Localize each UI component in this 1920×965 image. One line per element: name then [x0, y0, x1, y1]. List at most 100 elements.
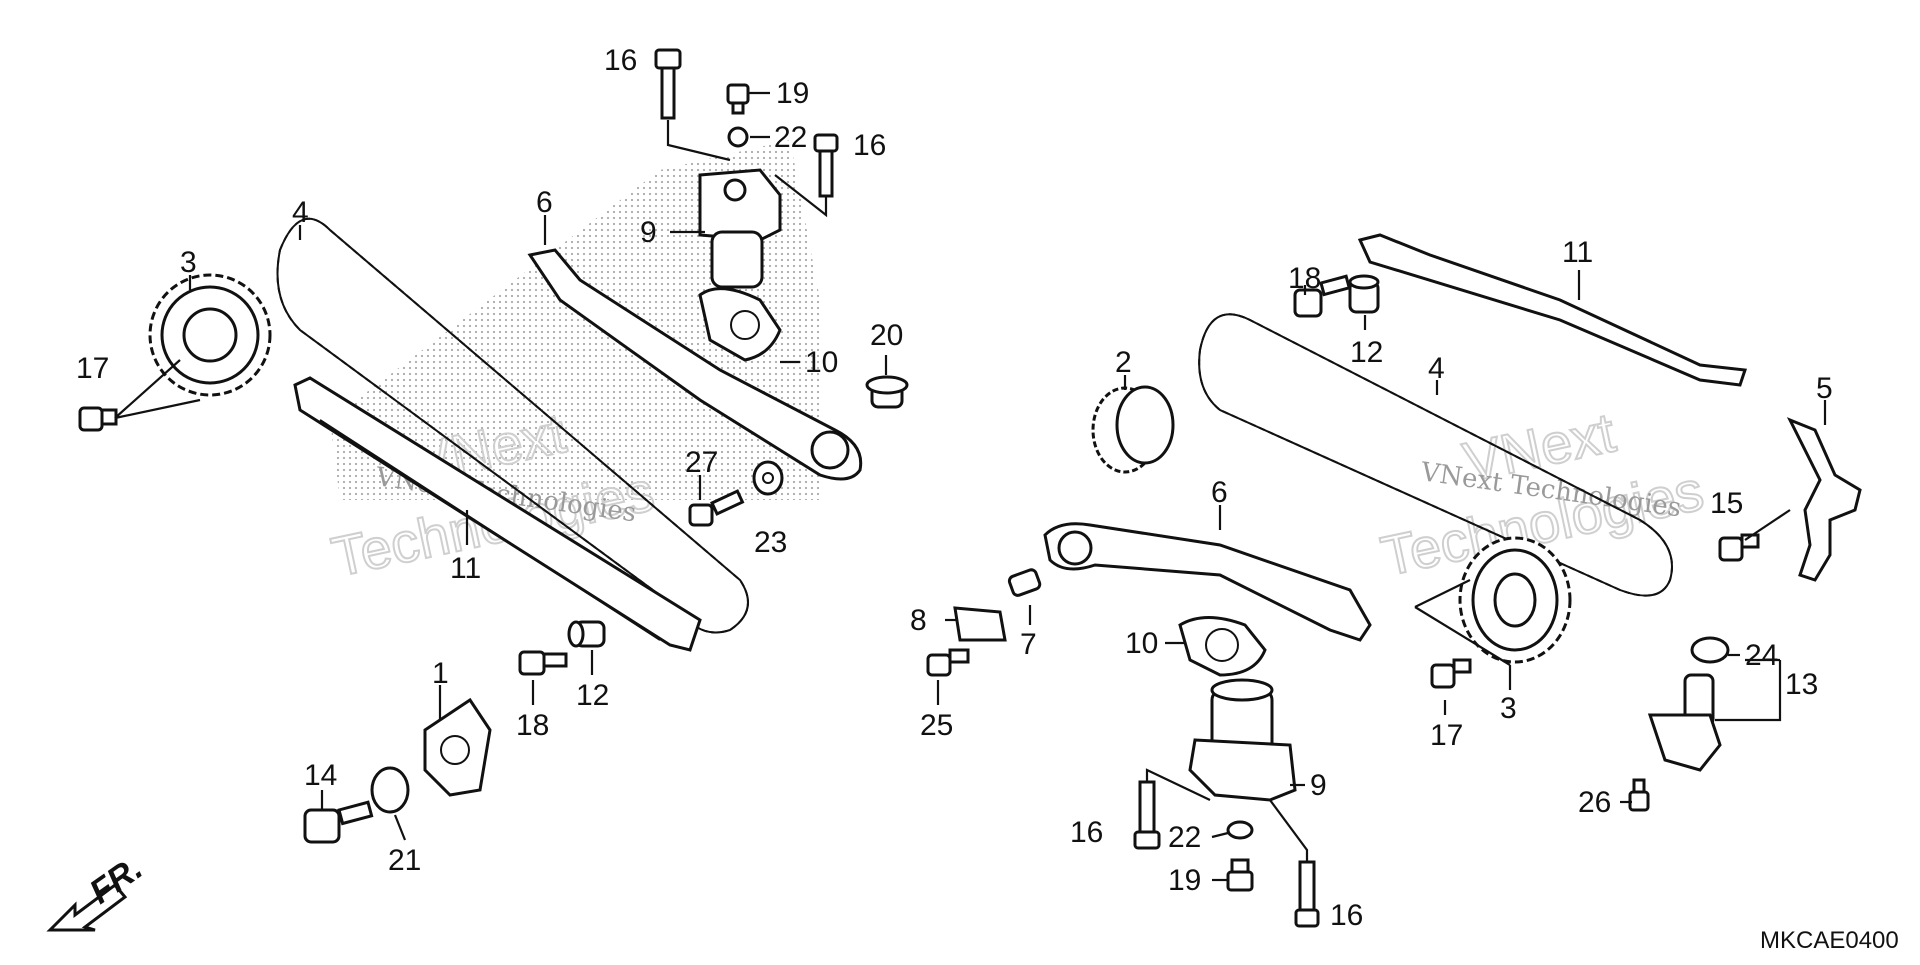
plug-left	[865, 375, 909, 409]
leader-16d	[1269, 799, 1309, 862]
gasket-left	[698, 287, 782, 362]
cam-chain-right-outline	[1198, 313, 1673, 597]
leader-22-right	[1211, 831, 1229, 839]
label-part-4-left: 4	[292, 196, 309, 229]
label-part-24: 24	[1745, 639, 1778, 672]
guide-bolt-left	[518, 650, 568, 676]
washer-left	[727, 126, 749, 148]
tensioner-arm-right-pivot	[1057, 530, 1093, 566]
label-part-10-left: 10	[805, 346, 838, 379]
label-part-5: 5	[1816, 372, 1833, 405]
tensioner-arm-left-pivot	[810, 430, 850, 470]
label-part-6-left: 6	[536, 186, 553, 219]
label-part-18-right: 18	[1288, 262, 1321, 295]
label-part-4-right: 4	[1428, 352, 1445, 385]
leader-13	[1715, 658, 1782, 722]
label-part-26: 26	[1578, 786, 1611, 819]
label-part-25: 25	[920, 709, 953, 742]
label-part-8: 8	[910, 604, 927, 637]
label-part-3-left: 3	[180, 246, 197, 279]
label-part-3-right: 3	[1500, 692, 1517, 725]
label-part-16-b: 16	[853, 129, 886, 162]
label-part-10-right: 10	[1125, 627, 1158, 660]
label-part-6-right: 6	[1211, 476, 1228, 509]
washer-23	[752, 460, 784, 496]
label-part-9-right: 9	[1310, 769, 1327, 802]
cam-position-sensor	[1647, 673, 1722, 772]
label-part-16-c: 16	[1070, 816, 1103, 849]
gasket-left-hole	[730, 310, 760, 340]
lifter-bolt-right-left	[813, 133, 839, 198]
tensioner-arm-left	[527, 248, 863, 481]
label-part-22-left: 22	[774, 121, 807, 154]
label-part-1: 1	[432, 657, 449, 690]
lifter-bolt-lower-right	[1294, 860, 1320, 928]
label-part-2: 2	[1115, 346, 1132, 379]
label-part-20: 20	[870, 319, 903, 352]
leader-16c	[1145, 768, 1211, 801]
label-part-21: 21	[388, 844, 421, 877]
cam-sprocket-right	[1458, 536, 1572, 664]
o-ring	[1690, 636, 1730, 664]
chain-guide-left	[293, 376, 702, 652]
label-part-12-left: 12	[576, 679, 609, 712]
label-part-7: 7	[1020, 628, 1037, 661]
sealing-bolt-right	[1226, 858, 1254, 892]
label-part-19-left: 19	[776, 77, 809, 110]
chain-guide-right	[1357, 233, 1748, 387]
washer-23-hole	[762, 472, 774, 484]
label-part-16-a: 16	[604, 44, 637, 77]
label-part-9-left: 9	[640, 216, 657, 249]
stay-plate	[1786, 417, 1862, 582]
tensioner-lifter-left	[698, 168, 782, 289]
gasket-right	[1178, 616, 1267, 677]
sprocket-bolt-left	[78, 406, 118, 432]
label-part-17-right: 17	[1430, 719, 1463, 752]
label-part-18-left: 18	[516, 709, 549, 742]
lifter-bolt-lower-left-right	[1133, 780, 1161, 850]
leader-15	[1744, 509, 1791, 541]
timing-plate	[423, 697, 492, 797]
crank-bolt	[303, 800, 374, 844]
label-part-11-left: 11	[450, 552, 481, 585]
leader-17-left	[114, 359, 201, 420]
diagram-code: MKCAE0400	[1760, 927, 1899, 954]
timing-plate-hole	[440, 735, 470, 765]
leader-21	[393, 814, 407, 841]
leader-16a	[666, 120, 731, 162]
chain-guide-left-rib	[319, 419, 661, 641]
label-part-11-right: 11	[1562, 236, 1593, 269]
washer-21	[370, 766, 410, 814]
label-part-12-right: 12	[1350, 336, 1383, 369]
leader-16b	[774, 174, 828, 218]
label-part-23: 23	[754, 526, 787, 559]
guide-collar-left	[567, 620, 606, 648]
leader-3-right	[1414, 579, 1512, 690]
dotted-shading	[330, 140, 820, 500]
stay-bolt	[1718, 533, 1760, 562]
cam-sprocket-left	[148, 273, 272, 397]
cam-chain-left-outline	[276, 217, 749, 634]
label-part-19-right: 19	[1168, 864, 1201, 897]
label-part-15: 15	[1710, 487, 1743, 520]
front-direction-arrow	[46, 882, 128, 932]
pivot-bolt-left	[688, 489, 745, 527]
label-part-13: 13	[1785, 668, 1818, 701]
guide-pin	[1007, 568, 1042, 597]
lifter-bolt-upper-left	[654, 48, 682, 120]
label-part-27: 27	[685, 446, 718, 479]
label-part-22-right: 22	[1168, 821, 1201, 854]
tensioner-arm-right	[1043, 522, 1372, 642]
label-part-16-d: 16	[1330, 899, 1363, 932]
sealing-bolt-left	[726, 83, 750, 115]
plate-8	[953, 606, 1007, 642]
sprocket-bolt-right	[1430, 658, 1472, 689]
sensor-bolt	[1628, 778, 1650, 812]
label-part-17-left: 17	[76, 352, 109, 385]
gasket-right-hole	[1205, 628, 1239, 662]
tensioner-lifter-right	[1188, 678, 1297, 802]
guide-collar-right	[1348, 274, 1380, 314]
cam-gear	[1091, 385, 1175, 474]
